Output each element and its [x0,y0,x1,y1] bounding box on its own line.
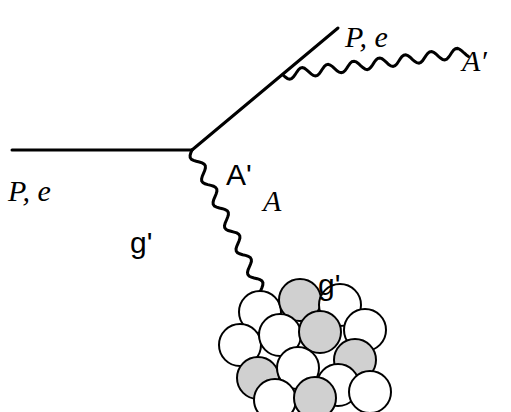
nucleon [349,371,391,412]
nucleon [294,377,336,412]
particle-label: A' [226,160,252,190]
dark-photon-wave [283,48,469,79]
exchanged-photon-wave [190,150,263,293]
particle-label: P, e [345,22,388,52]
outgoing-fermion-line [192,28,338,150]
coupling-label: g' [318,270,340,300]
nucleus [219,279,391,412]
particle-label: A [263,186,281,216]
nucleon [299,311,341,353]
coupling-label: g' [130,228,152,258]
particle-label: P, e [8,176,51,206]
particle-label: A′ [462,46,487,76]
incoming-fermion-line [12,149,192,152]
nucleon [254,379,296,412]
